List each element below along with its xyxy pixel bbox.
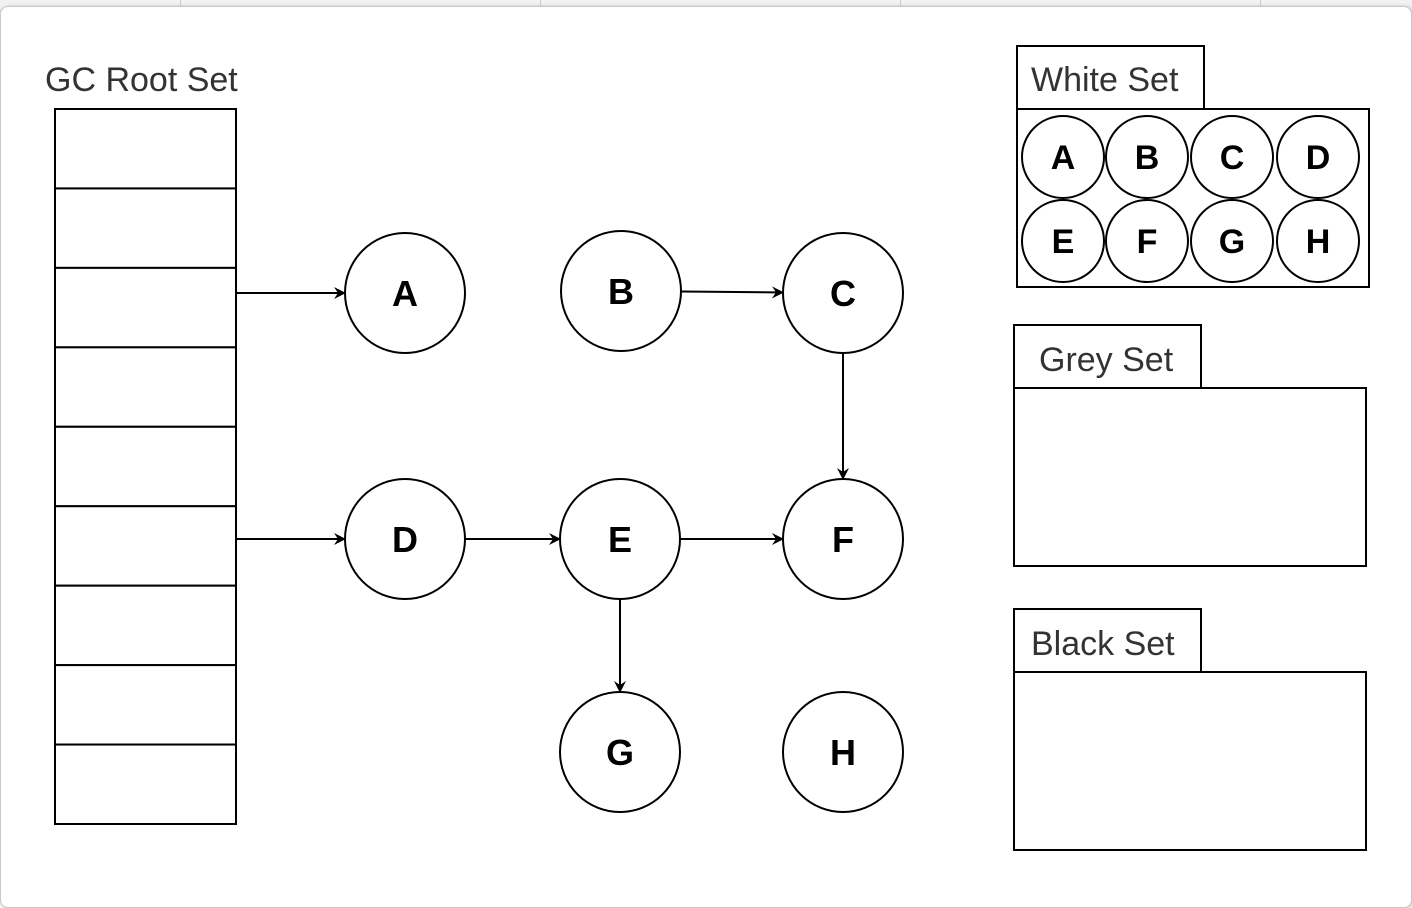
white-set-members: A B C D E F G H (1021, 115, 1360, 283)
node-label: H (830, 732, 856, 773)
node-label: D (392, 519, 418, 560)
white-member-f: F (1105, 199, 1189, 283)
grey-set-panel: Grey Set (1013, 324, 1367, 567)
root-slot (54, 187, 237, 269)
toolbar-divider (180, 0, 181, 10)
toolbar-divider (1260, 0, 1261, 10)
toolbar-divider (900, 0, 901, 10)
member-circle (1021, 199, 1105, 283)
member-label: B (1135, 139, 1160, 177)
node-circle (559, 691, 681, 813)
node-label: C (830, 273, 856, 314)
node-label: E (608, 519, 632, 560)
black-set-box (1013, 671, 1367, 851)
root-slot (54, 425, 237, 508)
node-label: F (832, 519, 854, 560)
node-circle (782, 691, 904, 813)
member-label: D (1306, 139, 1331, 177)
member-circle (1190, 199, 1274, 283)
root-slot (54, 108, 237, 190)
grey-set-box (1013, 387, 1367, 567)
node-g: G (559, 691, 681, 813)
node-b: B (560, 230, 682, 352)
black-set-tab (1013, 608, 1202, 673)
member-circle (1105, 115, 1189, 199)
white-member-c: C (1190, 115, 1274, 199)
white-member-a: A (1021, 115, 1105, 199)
node-circle (344, 478, 466, 600)
member-label: C (1220, 139, 1245, 177)
node-label: B (608, 271, 634, 312)
node-label: A (392, 273, 418, 314)
member-label: E (1052, 223, 1075, 261)
root-slot (54, 346, 237, 428)
root-slot (54, 664, 237, 746)
node-f: F (782, 478, 904, 600)
member-label: H (1306, 223, 1331, 261)
grey-set-title: Grey Set (1039, 341, 1174, 379)
black-set-panel: Black Set (1013, 608, 1367, 851)
white-set-title: White Set (1031, 61, 1179, 99)
node-label: G (606, 732, 634, 773)
member-label: F (1137, 223, 1158, 261)
node-circle (782, 478, 904, 600)
white-member-h: H (1276, 199, 1360, 283)
root-slot (54, 584, 237, 667)
black-set-title: Black Set (1031, 625, 1175, 663)
white-member-g: G (1190, 199, 1274, 283)
node-e: E (559, 478, 681, 600)
node-circle (560, 230, 682, 352)
member-circle (1276, 199, 1360, 283)
white-member-e: E (1021, 199, 1105, 283)
edge-b-to-c (680, 286, 785, 299)
node-circle (559, 478, 681, 600)
node-c: C (782, 232, 904, 354)
member-circle (1105, 199, 1189, 283)
white-member-d: D (1276, 115, 1360, 199)
node-circle (782, 232, 904, 354)
edges-layer (236, 286, 849, 693)
member-circle (1190, 115, 1274, 199)
node-circle (344, 232, 466, 354)
root-set-title: GC Root Set (45, 61, 238, 99)
root-slot (54, 505, 237, 587)
node-d: D (344, 478, 466, 600)
member-circle (1021, 115, 1105, 199)
node-a: A (344, 232, 466, 354)
white-member-b: B (1105, 115, 1189, 199)
toolbar-divider (540, 0, 541, 10)
root-slot (54, 266, 237, 349)
member-circle (1276, 115, 1360, 199)
root-slot (54, 743, 237, 825)
white-set-tab (1016, 45, 1205, 110)
white-set-panel: White Set A B C D E F G H (1016, 45, 1370, 288)
member-label: A (1051, 139, 1076, 177)
grey-set-tab (1013, 324, 1202, 389)
root-set-stack (54, 108, 237, 825)
nodes-layer: A B C D E F G H (344, 230, 904, 813)
member-label: G (1219, 223, 1245, 261)
node-h: H (782, 691, 904, 813)
